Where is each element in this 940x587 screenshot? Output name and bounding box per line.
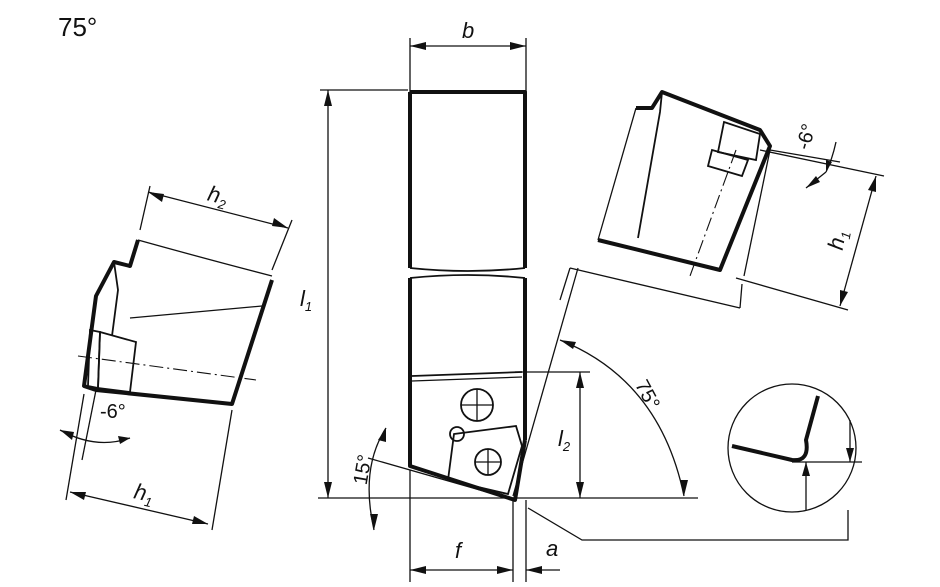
label-75-deg: 75°: [630, 376, 664, 413]
label-l2: l2: [558, 426, 571, 454]
angle-title: 75°: [58, 12, 97, 42]
label-a: a: [546, 536, 558, 561]
side-view-left: h2 h1 -6°: [59, 181, 293, 531]
corner-detail-view: [727, 383, 862, 513]
label-f: f: [455, 538, 464, 563]
label-l1: l1: [300, 286, 312, 314]
angle-75: 75°: [512, 267, 688, 497]
angle-15: 15°: [350, 427, 516, 531]
dimension-l2: l2: [515, 371, 590, 498]
detail-leader-line: [527, 507, 849, 541]
shank-top-view: [408, 90, 527, 502]
dimension-b: b: [409, 18, 527, 92]
label-h1-right: h1: [823, 228, 854, 252]
side-view-right: h1 -6°: [597, 90, 885, 311]
label-minus6-right: -6°: [792, 121, 820, 152]
dimension-f-a: f a: [409, 470, 560, 582]
label-h1-left: h1: [131, 479, 156, 511]
label-b: b: [462, 18, 474, 43]
extension-line-2: [569, 267, 741, 309]
dimension-l1: l1: [300, 89, 408, 498]
extension-line: [559, 267, 571, 301]
extension-line-3: [739, 283, 743, 309]
label-minus6-left: -6°: [100, 401, 126, 423]
label-15-deg: 15°: [350, 453, 377, 487]
